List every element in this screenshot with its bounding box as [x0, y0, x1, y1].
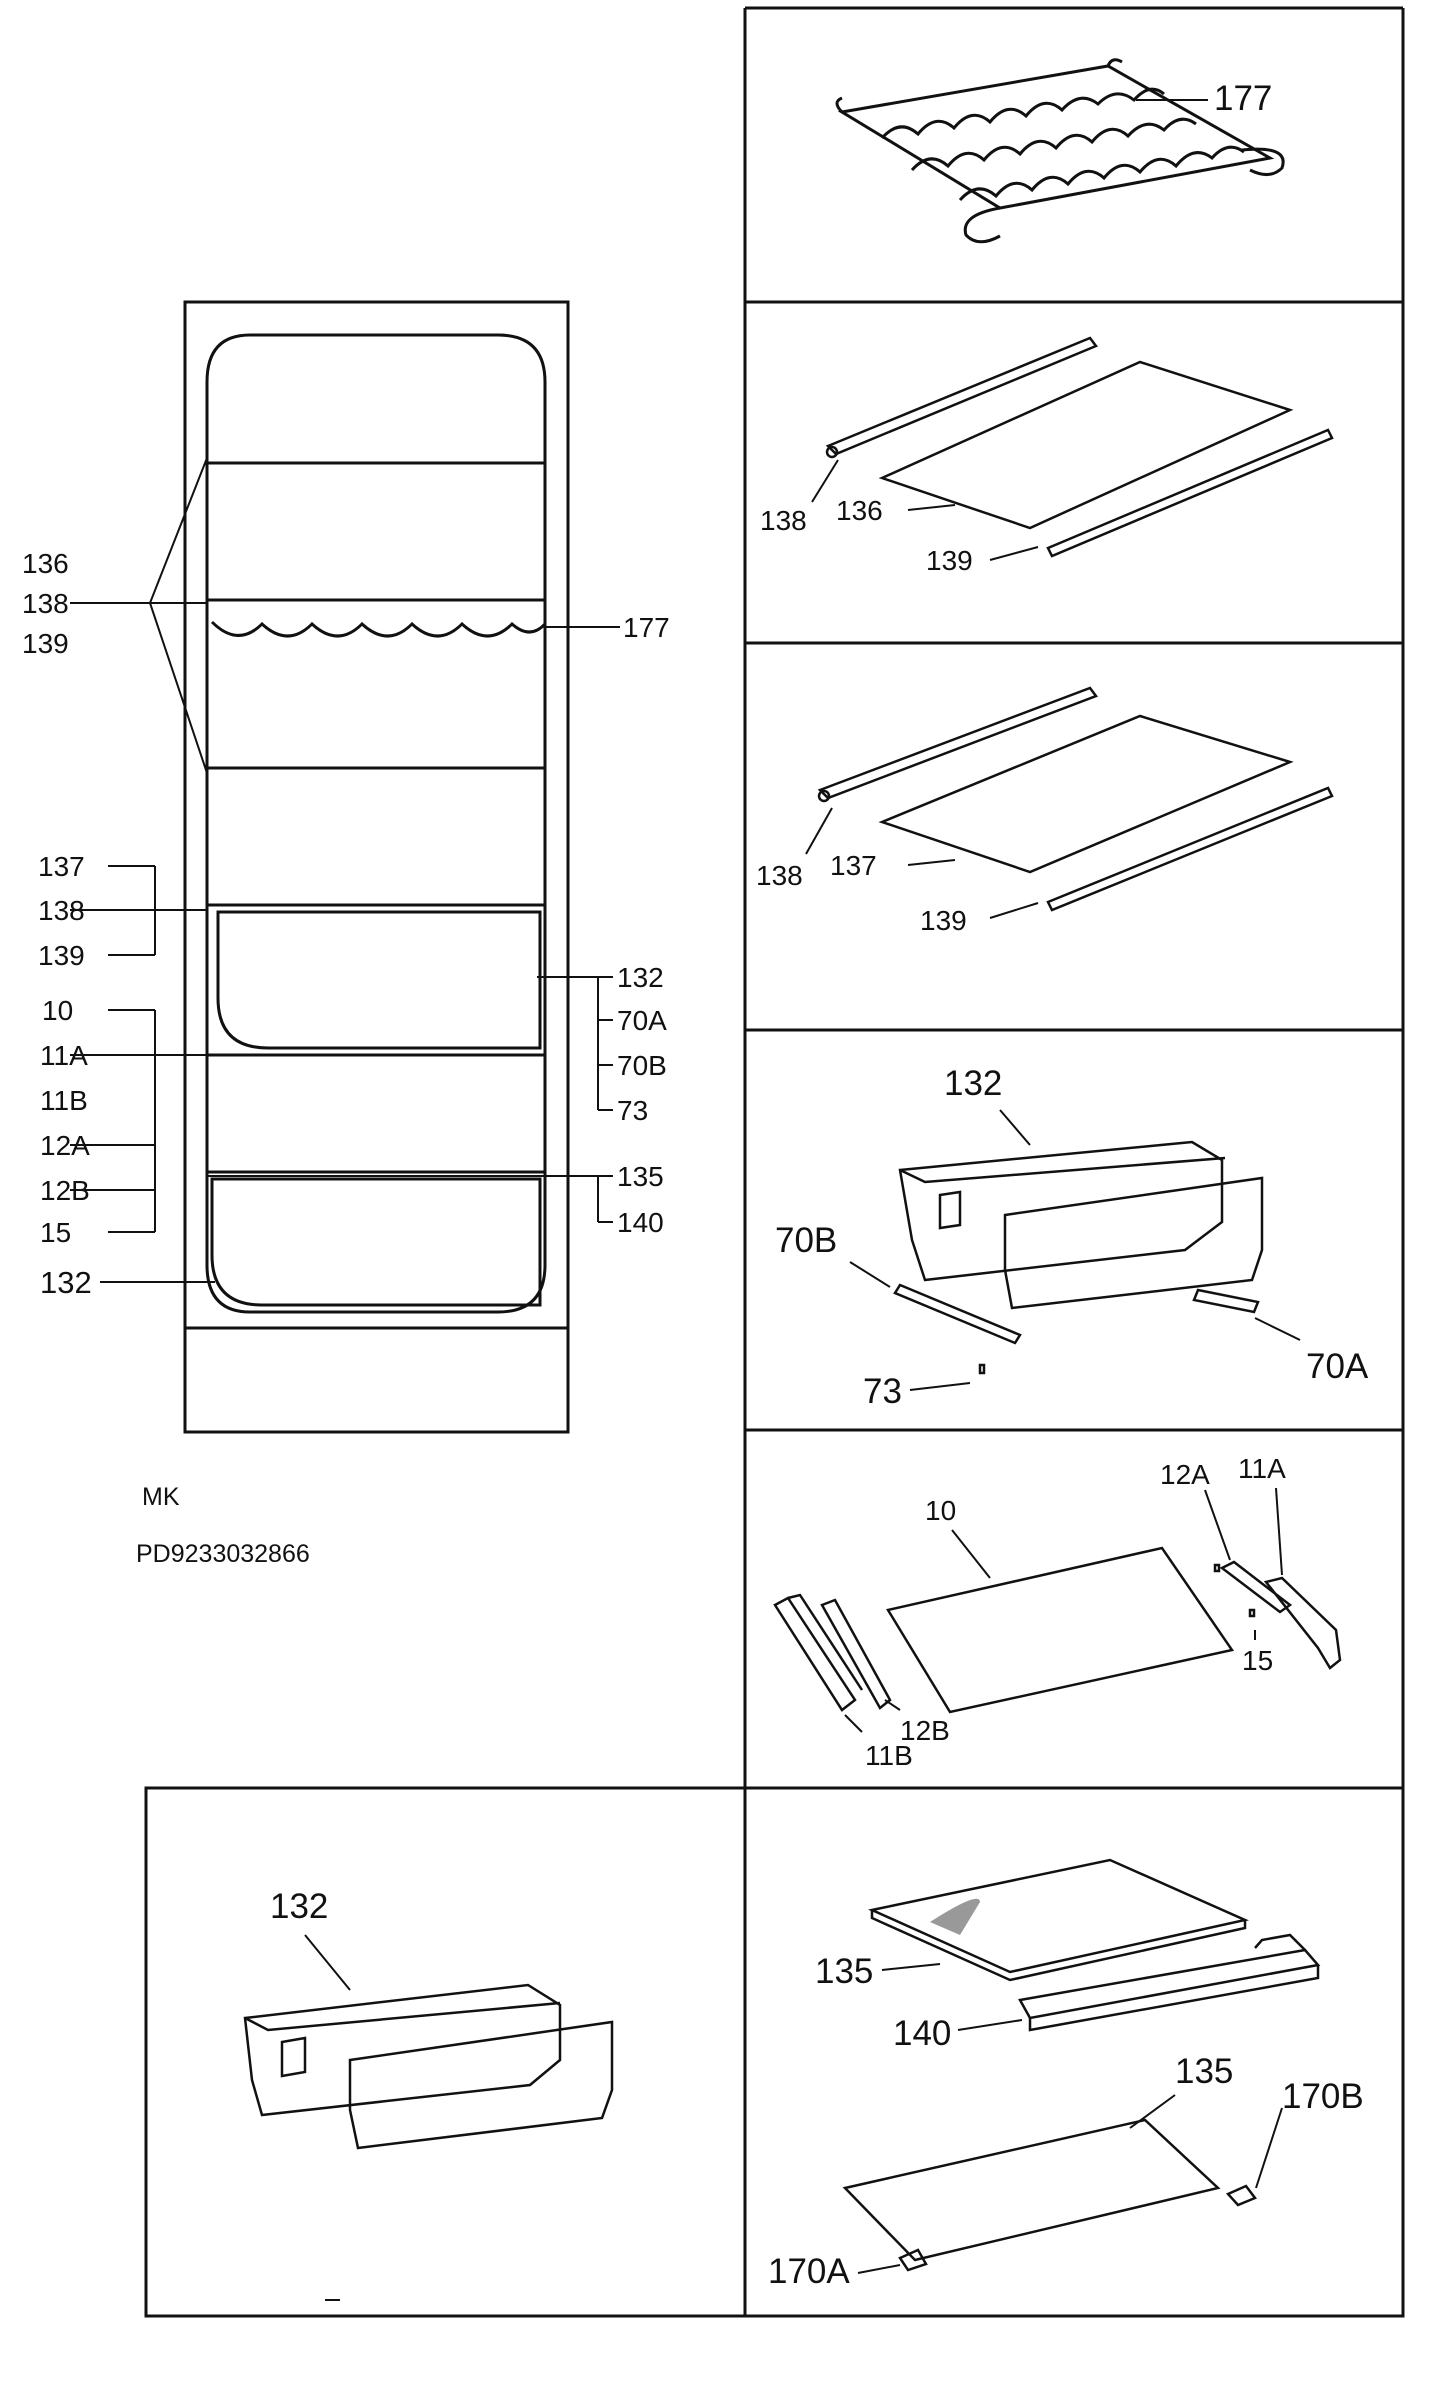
- label-140: 140: [617, 1207, 664, 1238]
- glass-rails-leaders: [844, 1487, 1283, 1733]
- shelf-137-drawing: [817, 686, 1334, 912]
- panel-frames: [144, 6, 1405, 2318]
- label-135: 135: [617, 1161, 664, 1192]
- fridge-drawer-lower: [210, 1177, 542, 1307]
- panel-label-170A: 170A: [768, 2252, 850, 2291]
- panel-label-12B: 12B: [900, 1715, 950, 1746]
- label-138: 138: [22, 588, 69, 619]
- model-name: MK: [142, 1483, 180, 1511]
- panel-label-177: 177: [1214, 79, 1272, 118]
- panel-label-70A: 70A: [1306, 1347, 1369, 1386]
- lower-drawer-drawing: [243, 1983, 614, 2150]
- fridge-drawer-upper: [216, 910, 542, 1050]
- label-177: 177: [623, 612, 670, 643]
- upper-drawer-drawing: [893, 1140, 1264, 1375]
- glass-rails-drawing: [773, 1546, 1342, 1714]
- panel-label-70B: 70B: [775, 1221, 837, 1260]
- fridge-leaders: [70, 457, 620, 1283]
- panel-label-137: 137: [830, 850, 877, 881]
- shelf-136-leaders: [811, 459, 1039, 561]
- label-138-lower: 138: [38, 895, 85, 926]
- label-136: 136: [22, 548, 69, 579]
- label-11B: 11B: [40, 1085, 88, 1116]
- label-11A: 11A: [40, 1040, 88, 1071]
- panel-label-138-a: 138: [760, 505, 807, 536]
- label-139-lower: 139: [38, 940, 85, 971]
- model-code: PD9233032866: [136, 1540, 310, 1568]
- panel-label-139-a: 139: [926, 545, 973, 576]
- label-132: 132: [617, 962, 664, 993]
- shelf-136-drawing: [825, 336, 1334, 558]
- fridge-cabinet: [183, 300, 570, 1434]
- crisper-cover-drawing: [842, 1858, 1321, 2272]
- fridge-shelves: [207, 461, 545, 1174]
- panel-label-73: 73: [863, 1372, 902, 1411]
- fridge-labels: 136 138 139 177 137 138 139 10 11A 11B 1…: [22, 548, 670, 1300]
- panel-label-139-b: 139: [920, 905, 967, 936]
- panel-label-138-b: 138: [756, 860, 803, 891]
- panel-label-136: 136: [836, 495, 883, 526]
- leader-132-lower: [304, 1934, 351, 1991]
- panel-label-132-lower: 132: [270, 1887, 328, 1926]
- panel-label-11A: 11A: [1238, 1453, 1286, 1484]
- upper-drawer-leaders: [849, 1109, 1301, 1391]
- panel-label-170B: 170B: [1282, 2077, 1364, 2116]
- panel-label-135-lower: 135: [1175, 2052, 1233, 2091]
- label-139: 139: [22, 628, 69, 659]
- panel-label-12A: 12A: [1160, 1459, 1210, 1490]
- panel-label-132-upper: 132: [944, 1064, 1002, 1103]
- label-15: 15: [40, 1217, 71, 1248]
- panel-label-135-upper: 135: [815, 1952, 873, 1991]
- label-73: 73: [617, 1095, 648, 1126]
- panel-label-140: 140: [893, 2014, 951, 2053]
- panel-label-15: 15: [1242, 1645, 1273, 1676]
- panel-label-10: 10: [925, 1495, 956, 1526]
- crisper-cover-leaders: [857, 1963, 1283, 2274]
- fridge-wine-rack-wave: [210, 620, 547, 638]
- label-70A: 70A: [617, 1005, 667, 1036]
- label-132-lower: 132: [40, 1265, 92, 1300]
- panel-label-11B: 11B: [865, 1740, 913, 1771]
- label-10: 10: [42, 995, 73, 1026]
- wine-rack-drawing: [835, 58, 1285, 244]
- shelf-137-leaders: [805, 807, 1039, 919]
- label-12A: 12A: [40, 1130, 90, 1161]
- label-70B: 70B: [617, 1050, 667, 1081]
- label-137: 137: [38, 851, 85, 882]
- label-12B: 12B: [40, 1175, 90, 1206]
